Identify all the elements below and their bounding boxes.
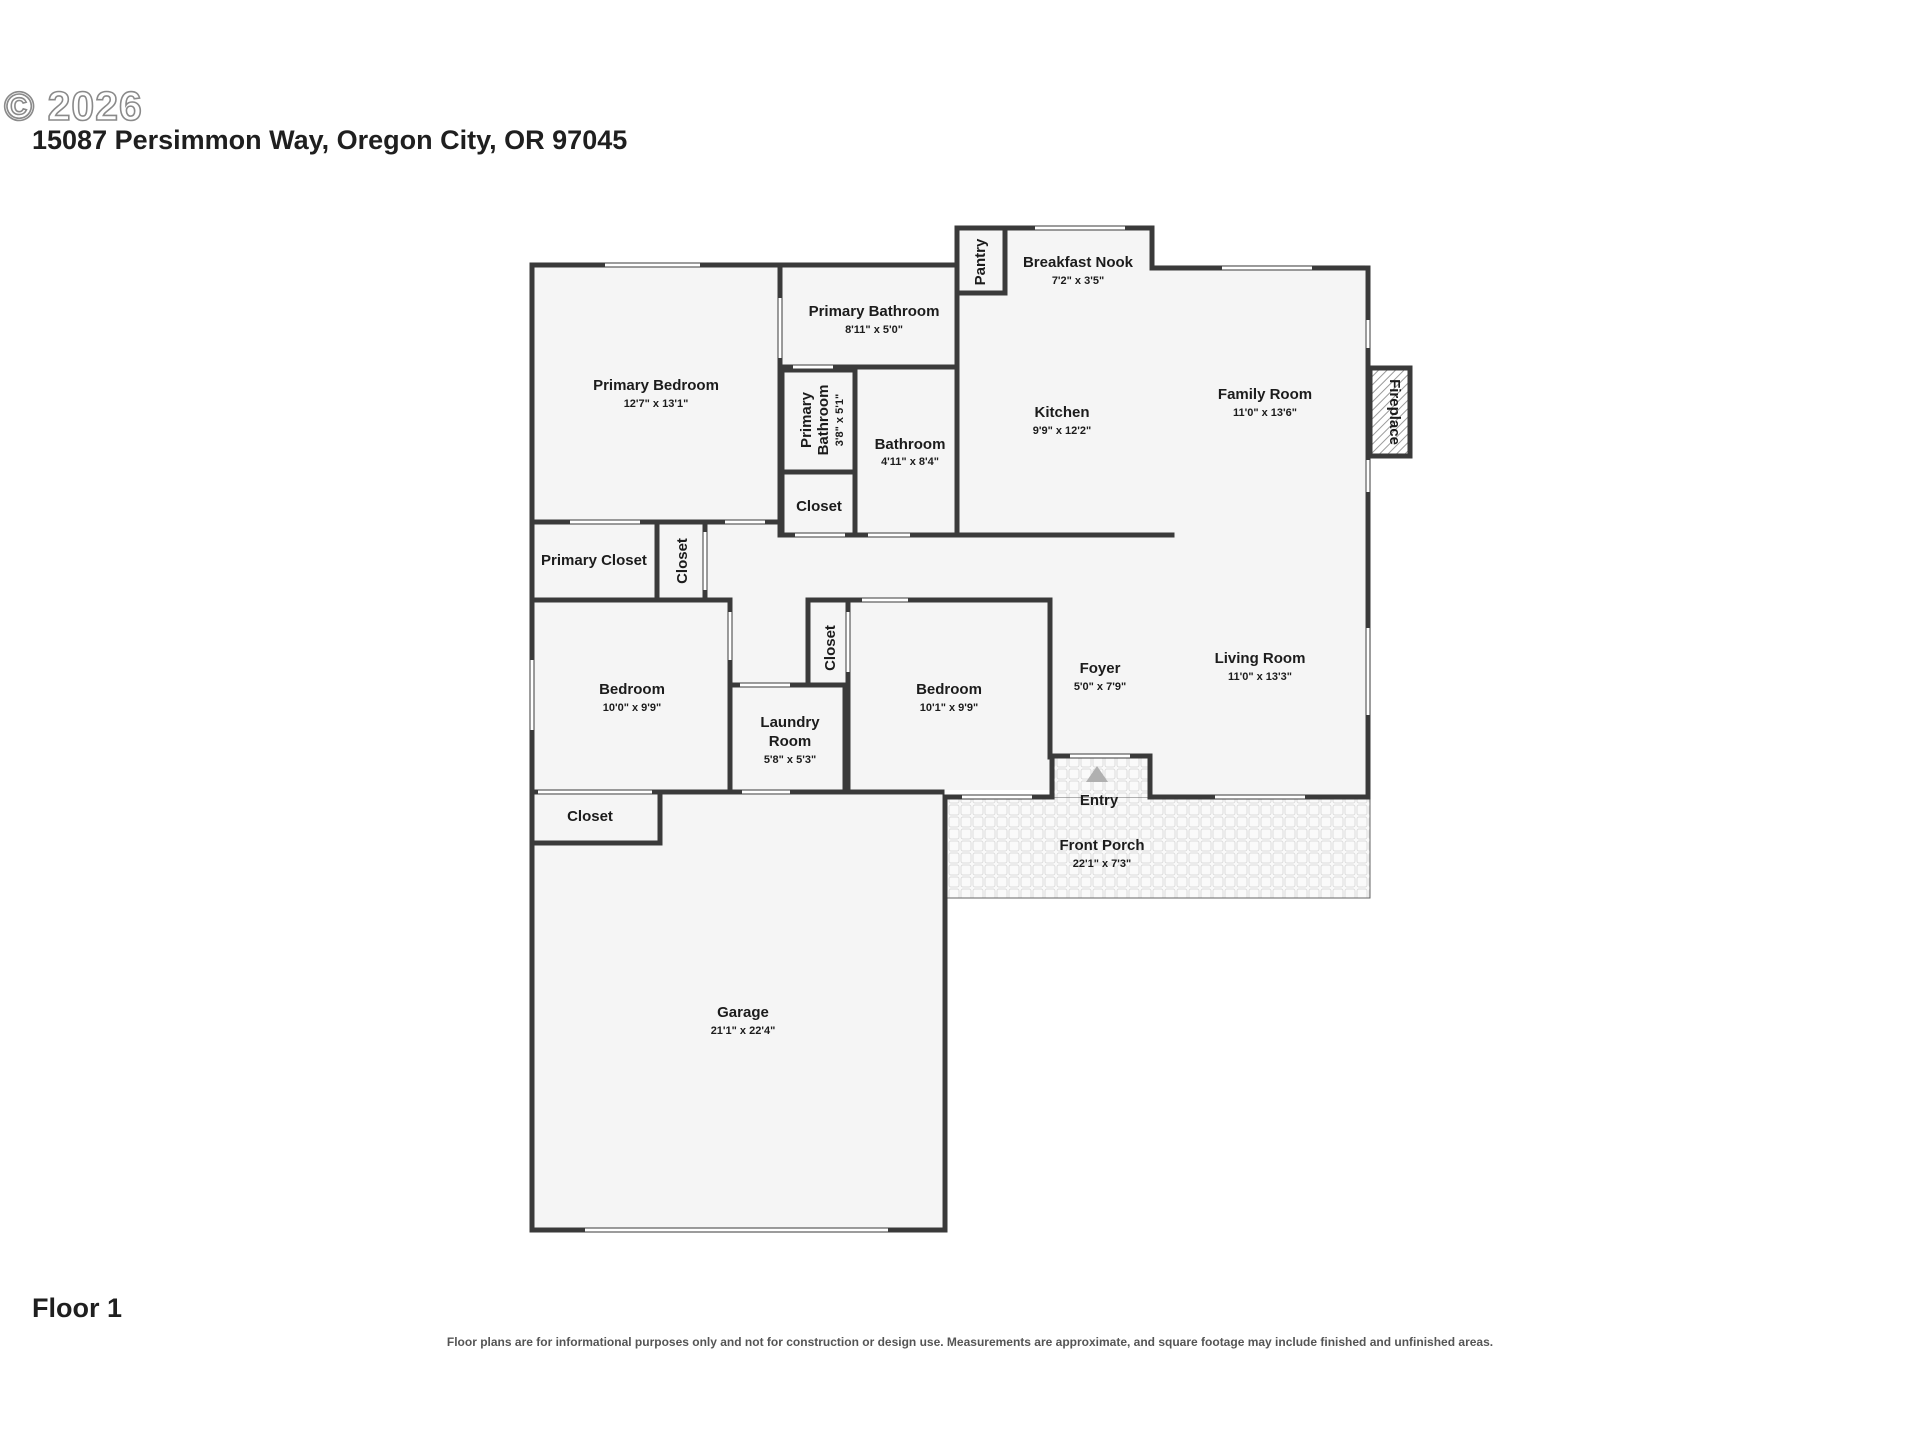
room-dims-bedroom-left: 10'0" x 9'9" xyxy=(603,702,661,714)
room-dims-garage: 21'1" x 22'4" xyxy=(711,1025,776,1037)
room-dims-primary-bedroom: 12'7" x 13'1" xyxy=(624,398,689,410)
room-dims-foyer: 5'0" x 7'9" xyxy=(1074,681,1126,693)
room-name-laundry-2: Room xyxy=(769,733,812,750)
room-dims-bathroom: 4'11" x 8'4" xyxy=(881,456,939,468)
room-dims-kitchen: 9'9" x 12'2" xyxy=(1033,425,1091,437)
room-name-primary-bedroom: Primary Bedroom xyxy=(593,377,719,394)
room-name-bedroom-mid: Bedroom xyxy=(916,681,982,698)
property-address: 15087 Persimmon Way, Oregon City, OR 970… xyxy=(32,125,628,155)
room-name-laundry-1: Laundry xyxy=(760,714,820,731)
exterior-wall xyxy=(529,225,1371,1233)
room-dims-family-room: 11'0" x 13'6" xyxy=(1233,407,1297,419)
room-dims-front-porch: 22'1" x 7'3" xyxy=(1073,858,1131,870)
room-name-breakfast-nook: Breakfast Nook xyxy=(1023,254,1134,271)
front-porch-area xyxy=(946,796,1371,899)
room-name-pantry: Pantry xyxy=(972,238,989,285)
room-name-fireplace: Fireplace xyxy=(1386,379,1403,445)
room-dims-breakfast-nook: 7'2" x 3'5" xyxy=(1052,275,1104,287)
room-name-kitchen: Kitchen xyxy=(1034,404,1089,421)
windows xyxy=(530,226,1370,1232)
room-name-living-room: Living Room xyxy=(1215,650,1306,667)
room-name-closet-vertical-2: Closet xyxy=(822,625,839,671)
room-labels: Pantry Breakfast Nook 7'2" x 3'5" Primar… xyxy=(541,238,1403,1037)
room-name-bedroom-left: Bedroom xyxy=(599,681,665,698)
room-name-bathroom: Bathroom xyxy=(875,436,946,453)
floor-label: Floor 1 xyxy=(32,1293,123,1323)
copyright-watermark: © 2026 xyxy=(3,83,143,129)
room-name-closet-vertical-1: Closet xyxy=(674,538,691,584)
room-dims-bedroom-mid: 10'1" x 9'9" xyxy=(920,702,978,714)
entry-arrow-icon xyxy=(1086,766,1108,782)
fireplace-box xyxy=(1367,365,1413,459)
room-dims-primary-bathroom: 8'11" x 5'0" xyxy=(845,324,903,336)
room-dims-laundry: 5'8" x 5'3" xyxy=(764,754,816,766)
room-name-entry: Entry xyxy=(1080,792,1119,809)
room-name-closet-hall: Closet xyxy=(796,498,842,515)
room-name-primary-closet: Primary Closet xyxy=(541,552,647,569)
room-name-primary-bathroom: Primary Bathroom xyxy=(809,303,940,320)
room-name-primary-bathroom-small-1: Primary xyxy=(798,391,815,448)
room-name-primary-bathroom-small-2: Bathroom xyxy=(815,385,832,456)
disclaimer-text: Floor plans are for informational purpos… xyxy=(446,1335,1494,1349)
room-name-front-porch: Front Porch xyxy=(1060,837,1145,854)
room-dims-primary-bathroom-small: 3'8" x 5'1" xyxy=(834,394,846,446)
room-name-garage: Garage xyxy=(717,1004,769,1021)
room-name-closet-lower: Closet xyxy=(567,808,613,825)
room-dims-living-room: 11'0" x 13'3" xyxy=(1228,671,1292,683)
room-name-family-room: Family Room xyxy=(1218,386,1312,403)
room-name-foyer: Foyer xyxy=(1080,660,1121,677)
